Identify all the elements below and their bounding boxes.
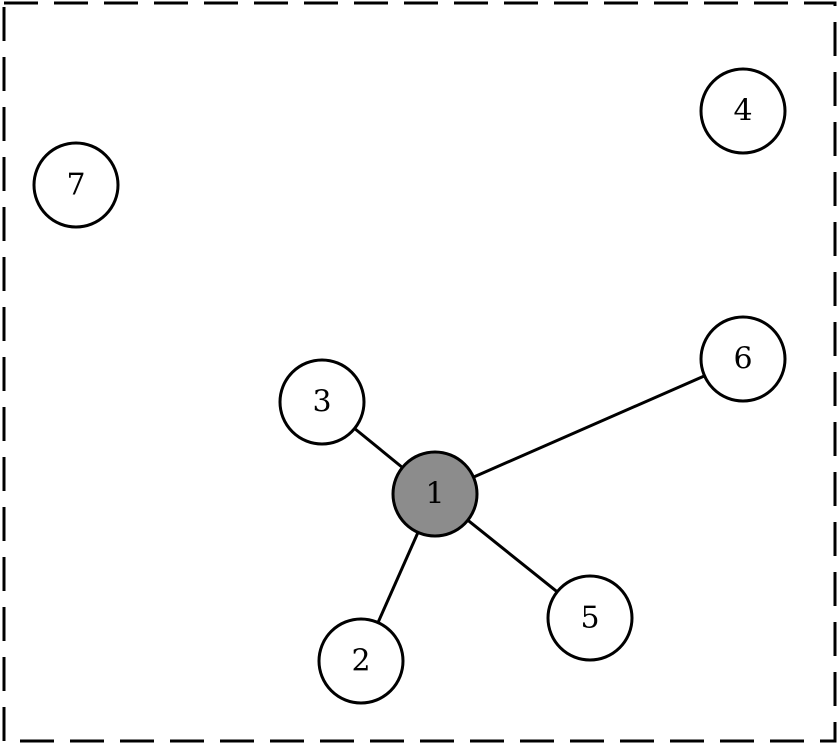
node-label: 1 (425, 477, 444, 512)
edge-1-6 (472, 374, 706, 479)
node-circle (699, 67, 787, 155)
node-label: 2 (351, 644, 370, 679)
node-label: 3 (312, 385, 331, 420)
edge-1-2 (376, 531, 420, 624)
edges-layer (353, 374, 706, 624)
node-label: 5 (580, 601, 599, 636)
node-circle (32, 141, 120, 229)
node-6: 6 (699, 315, 787, 403)
node-circle (699, 315, 787, 403)
edge-1-5 (466, 519, 559, 593)
node-label: 7 (66, 168, 85, 203)
node-circle (391, 450, 479, 538)
node-label: 6 (733, 342, 752, 377)
node-3: 3 (278, 358, 366, 446)
node-circle (546, 574, 634, 662)
node-2: 2 (317, 617, 405, 705)
node-1: 1 (391, 450, 479, 538)
node-4: 4 (699, 67, 787, 155)
node-label: 4 (733, 94, 752, 129)
node-circle (278, 358, 366, 446)
node-5: 5 (546, 574, 634, 662)
node-7: 7 (32, 141, 120, 229)
node-circle (317, 617, 405, 705)
edge-1-3 (353, 427, 404, 469)
